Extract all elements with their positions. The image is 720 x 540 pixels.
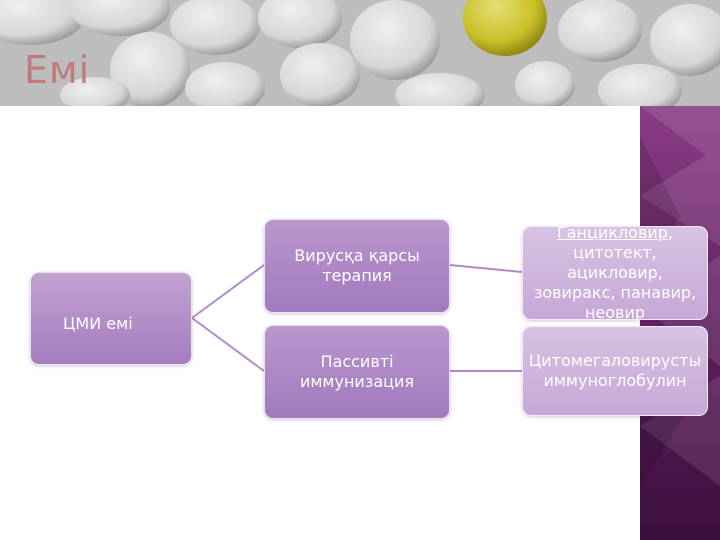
branch-1-label: Вирусқа қарсы терапия xyxy=(294,246,420,285)
yellow-pill xyxy=(463,0,547,56)
leaf-1-drug-list: , цитотект, ацикловир, зовиракс, панавир… xyxy=(533,223,697,322)
connector-root-to-branch-2 xyxy=(191,317,265,372)
pills-image xyxy=(0,0,720,106)
root-node-label: ЦМИ емі xyxy=(63,314,133,333)
leaf-node-immunoglobulin: Цитомегаловирусты иммуноглобулин xyxy=(522,326,708,416)
branch-node-passive-immunization: Пассивті иммунизация xyxy=(264,325,450,419)
connector-root-to-branch-1 xyxy=(191,264,265,319)
purple-side-strip xyxy=(640,106,720,540)
leaf-1-text: Ганцикловир, цитотект, ацикловир, зовира… xyxy=(529,223,701,323)
connector-branch-1-to-leaf xyxy=(449,264,523,273)
branch-2-label: Пассивті иммунизация xyxy=(299,352,415,391)
slide-title: Емі xyxy=(24,48,91,92)
leaf-2-text: Цитомегаловирусты иммуноглобулин xyxy=(528,351,702,390)
leaf-1-underlined-drug: Ганцикловир xyxy=(556,223,668,242)
branch-node-antiviral: Вирусқа қарсы терапия xyxy=(264,219,450,313)
root-node-cmv-treatment: ЦМИ емі xyxy=(30,272,192,365)
strip-pattern xyxy=(640,106,720,486)
header-pill-photo: Емі xyxy=(0,0,720,106)
leaf-node-antiviral-drugs: Ганцикловир, цитотект, ацикловир, зовира… xyxy=(522,223,708,323)
